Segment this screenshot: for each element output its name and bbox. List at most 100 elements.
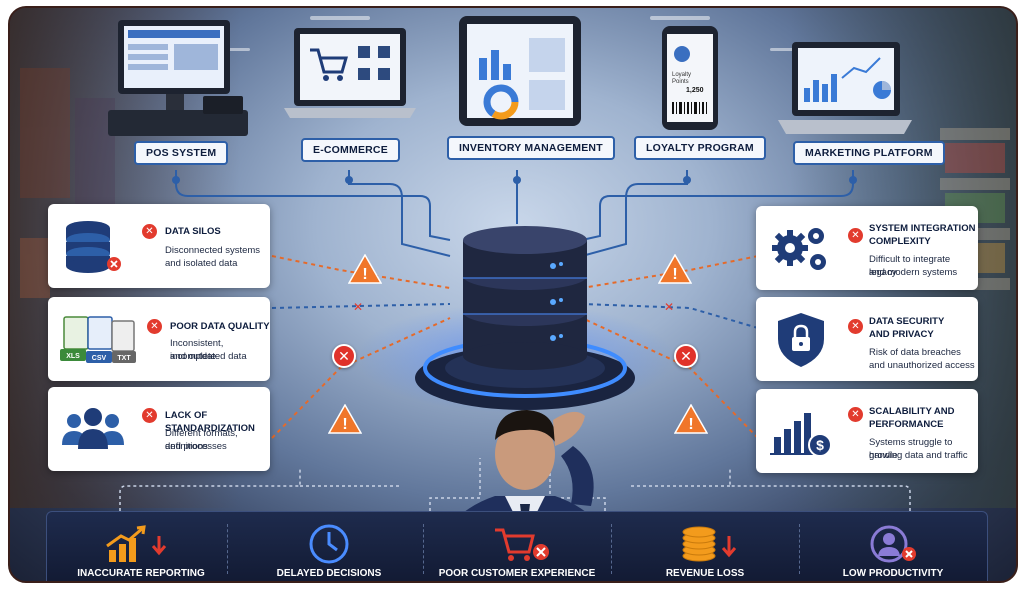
card-desc-line: and modern systems [869,267,958,278]
impact-label: LOW PRODUCTIVITY [842,568,944,579]
dashed-impact-left-a [119,468,301,511]
dashed-poor-quality [271,303,451,309]
card-desc-line: and isolated data [165,258,238,269]
svg-text:!: ! [688,416,693,433]
warning-triangle-icon: ! [674,404,708,434]
people-icon [62,408,124,449]
impact-divider [227,524,228,574]
alert-x-icon: ✕ [147,319,162,334]
link-pos [175,170,451,241]
error-x-icon: ✕ [674,344,698,368]
impact-divider [423,524,424,574]
coins-down-icon [682,526,737,562]
files-icon: XLS CSV TXT [60,316,136,363]
link-loyalty [581,170,688,257]
csv-tag: CSV [92,355,107,362]
problem-card-poor-data-quality: XLS CSV TXT ✕ POOR DATA QUALITY Inconsis… [48,297,270,381]
warning-triangle-icon: ! [658,254,692,284]
card-title-line: SCALABILITY AND [869,406,955,417]
clock-icon [309,524,349,564]
card-title: DATA SILOS [165,226,221,237]
problem-card-system-integration: ✕ SYSTEM INTEGRATION COMPLEXITY Difficul… [756,206,978,290]
impact-label: REVENUE LOSS [665,568,745,579]
card-title-line: AND PRIVACY [869,329,934,340]
impact-bar: INACCURATE REPORTING DELAYED DECISIONS P… [46,511,988,581]
phone-loyalty-icon: Loyalty Points 1,250 [662,26,718,130]
card-desc-line: Disconnected systems [165,245,261,256]
impact-label: DELAYED DECISIONS [276,568,382,579]
card-desc-line: Difficult to integrate legacy [869,254,951,278]
card-desc-line: and unauthorized access [869,360,975,371]
link-ecommerce [348,170,451,257]
alert-x-icon: ✕ [142,224,157,239]
points-label: Points [672,79,689,85]
source-e-commerce: E-COMMERCE [301,138,400,162]
card-title-line: SYSTEM INTEGRATION [869,223,976,234]
svg-text:$: $ [816,437,824,453]
svg-text:!: ! [362,266,367,283]
dashed-standardization [271,317,451,439]
shield-lock-icon [778,313,824,367]
card-desc-line: Systems struggle to handle [869,437,953,461]
txt-tag: TXT [117,355,131,362]
impact-poor-customer-experience: POOR CUSTOMER EXPERIENCE [423,512,611,581]
card-title: LACK OF STANDARDIZATION [165,410,255,434]
link-marketing [581,170,854,241]
alert-x-icon: ✕ [848,407,863,422]
small-x-icon: ✕ [664,300,675,314]
diagram-frame: POS SYSTEM E-COMMERCE INVENTORY MANAGEME… [8,6,1018,583]
loyalty-label: Loyalty [672,72,691,78]
impact-low-productivity: LOW PRODUCTIVITY [799,512,987,581]
cart-x-icon [495,528,549,561]
alert-x-icon: ✕ [848,228,863,243]
dashed-impact-mid-right [549,458,606,511]
card-desc-line: growing data and traffic [869,450,968,461]
impact-label: INACCURATE REPORTING [77,568,205,579]
card-desc-line: Inconsistent, incomplete [170,338,224,362]
problem-card-scalability: $ ✕ SCALABILITY AND PERFORMANCE Systems … [756,389,978,473]
dashed-impact-right-a [729,468,911,511]
small-x-icon: ✕ [353,300,364,314]
connection-lines [119,170,911,511]
svg-text:!: ! [672,266,677,283]
card-desc-line: Risk of data breaches [869,347,961,358]
warning-triangle-icon: ! [348,254,382,284]
database-icon [66,221,121,273]
dashed-scalability [581,317,759,439]
impact-divider [611,524,612,574]
dashed-impact-mid-left [429,458,481,511]
impact-divider [799,524,800,574]
card-title: POOR DATA QUALITY [170,321,270,332]
source-pos-system: POS SYSTEM [134,141,229,165]
card-desc-line: Different formats, definitions [165,428,238,452]
source-inventory-management: INVENTORY MANAGEMENT [447,136,615,160]
impact-delayed-decisions: DELAYED DECISIONS [235,512,423,581]
pos-terminal-icon [108,20,248,136]
source-loyalty-program: LOYALTY PROGRAM [634,136,766,160]
alert-x-icon: ✕ [848,319,863,334]
card-title-line: COMPLEXITY [869,236,931,247]
source-marketing-platform: MARKETING PLATFORM [793,141,945,165]
xls-tag: XLS [66,353,80,360]
card-desc-line: and outdated data [170,351,247,362]
impact-label: POOR CUSTOMER EXPERIENCE [438,568,596,579]
tablet-inventory-icon [459,16,581,126]
chart-dollar-icon: $ [770,413,832,457]
laptop-ecommerce-icon [284,28,416,118]
problem-card-data-silos: ✕ DATA SILOS Disconnected systems and is… [48,204,270,288]
warning-triangle-icon: ! [328,404,362,434]
laptop-marketing-icon [778,42,912,134]
problem-card-data-security: ✕ DATA SECURITY AND PRIVACY Risk of data… [756,297,978,381]
central-database-server [415,226,635,410]
impact-inaccurate-reporting: INACCURATE REPORTING [47,512,235,581]
error-x-icon: ✕ [332,344,356,368]
card-desc-line: and processes [165,441,227,452]
problem-card-lack-of-standardization: ✕ LACK OF STANDARDIZATION Different form… [48,387,270,471]
svg-text:!: ! [342,416,347,433]
user-x-icon [870,525,916,563]
card-title-line: PERFORMANCE [869,419,944,430]
alert-x-icon: ✕ [142,408,157,423]
impact-revenue-loss: REVENUE LOSS [611,512,799,581]
card-title-line: DATA SECURITY [869,316,945,327]
gears-icon [772,228,826,270]
